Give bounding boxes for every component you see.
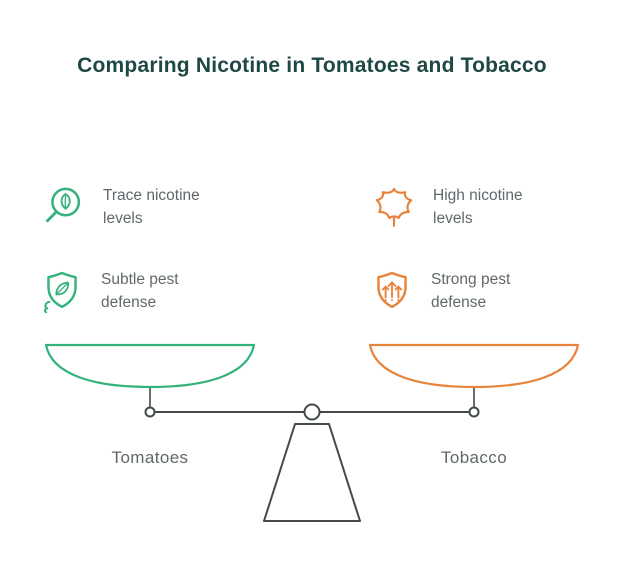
shield-leaf-icon bbox=[40, 269, 84, 314]
feature-item: High nicotine levels bbox=[372, 184, 551, 230]
feature-item: Subtle pest defense bbox=[40, 268, 219, 314]
fulcrum-node bbox=[303, 403, 321, 421]
feature-item: Strong pest defense bbox=[370, 268, 549, 314]
pedestal bbox=[263, 423, 361, 522]
right-pan bbox=[368, 343, 580, 389]
beam-right-node bbox=[468, 406, 480, 418]
balance-scale bbox=[44, 343, 580, 522]
feature-label: Subtle pest defense bbox=[101, 271, 179, 311]
feature-item: Trace nicotine levels bbox=[42, 184, 221, 230]
shield-arrows-icon bbox=[370, 269, 414, 313]
tobacco-leaf-icon bbox=[372, 185, 416, 229]
leaf-magnifier-icon bbox=[42, 185, 86, 229]
feature-label: Strong pest defense bbox=[431, 271, 511, 311]
tomatoes-label: Tomatoes bbox=[111, 448, 189, 467]
feature-label: Trace nicotine levels bbox=[103, 187, 200, 227]
beam-left-node bbox=[144, 406, 156, 418]
feature-label: High nicotine levels bbox=[433, 187, 523, 227]
page-title: Comparing Nicotine in Tomatoes and Tobac… bbox=[77, 54, 547, 77]
left-pan bbox=[44, 343, 256, 389]
tobacco-label: Tobacco bbox=[440, 448, 508, 467]
